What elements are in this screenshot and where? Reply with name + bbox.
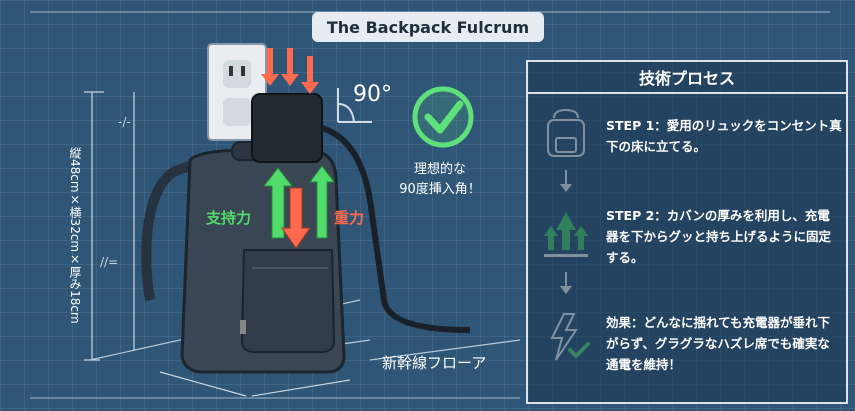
svg-text:-/-: -/- [118,115,131,129]
floor-label: 新幹線フローア [382,354,487,372]
panel-title: 技術プロセス [528,62,846,94]
step-1-text: STEP 1：愛用のリュックをコンセント真下の床に立てる。 [606,118,842,154]
height-dimension-line: -/- //= [84,91,135,361]
width-dimension-line [159,371,351,397]
process-panel: 技術プロセス STEP 1：愛用のリュックをコンセント真下の床に立てる。 STE… [526,60,848,404]
charger-icon [251,93,471,333]
right-angle-marker [337,88,372,123]
dimension-label: 縦48cm×横32cm×厚み18cm [68,146,82,324]
note-line-2: 90度挿入角！ [399,182,481,197]
gravity-force-label: 重力 [334,209,365,227]
ideal-angle-note: 理想的な 90度挿入角！ [392,160,488,200]
backpack-icon [141,141,346,374]
angle-label: 90° [353,82,392,107]
diagram-title: The Backpack Fulcrum [312,12,544,42]
note-line-1: 理想的な [413,162,466,177]
check-circle-icon [412,86,474,148]
effect-text: 効果：どんなに揺れても充電器が垂れ下がらず、グラグラなハズレ席でも確実な通電を維… [606,315,831,372]
svg-text://=: //= [100,255,118,269]
step-2-text: STEP 2：カバンの厚みを利用し、充電器を下からグッと持ち上げるように固定する… [606,208,832,265]
support-arrow-icon [262,165,335,239]
support-force-label: 支持力 [206,209,252,227]
gravity-arrow-icon [281,187,311,249]
gravity-arrows-top [261,48,319,94]
